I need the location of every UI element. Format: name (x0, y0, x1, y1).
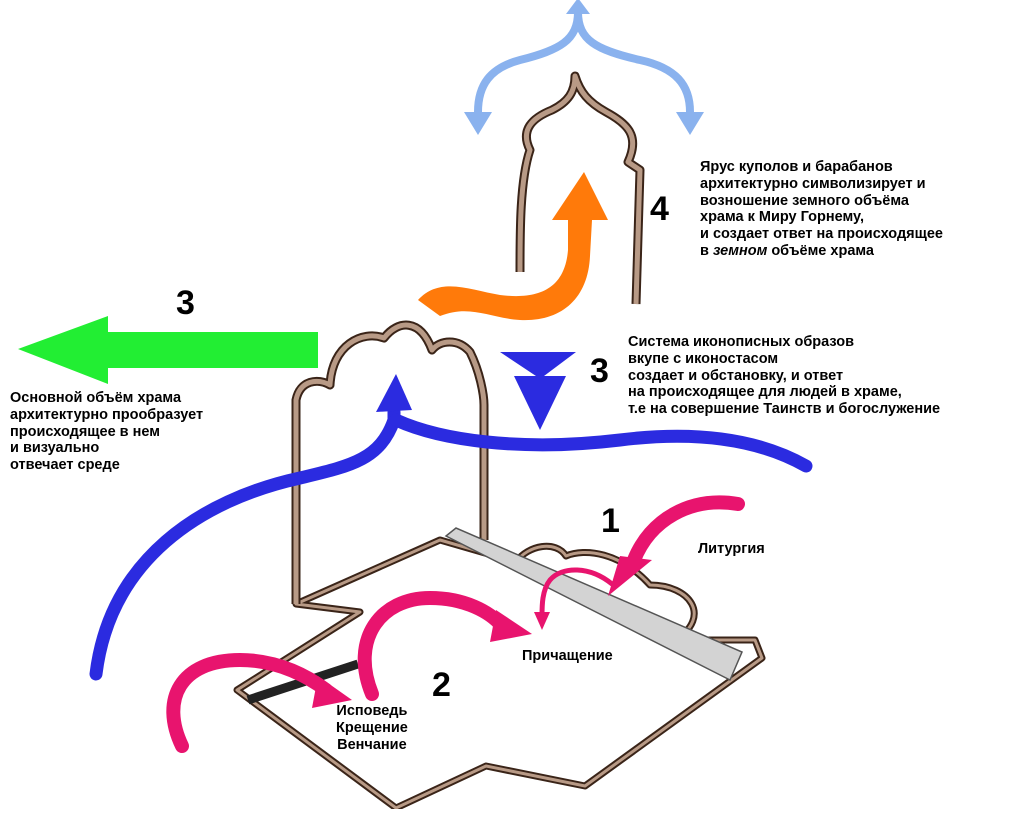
fork-arrowhead-top (566, 0, 590, 14)
label-number-1: 1 (601, 502, 620, 540)
dome-tier-line-2: архитектурно символизирует и (700, 175, 926, 192)
floor-plan-walls (233, 536, 766, 812)
main-volume-line-1: Основной объём храма (10, 390, 182, 406)
main-volume-description: Основной объём храма архитектурно прообр… (10, 390, 203, 474)
dome-tier-line-5: и создает ответ на происходящее (700, 226, 943, 243)
label-confession: Исповедь (336, 703, 408, 719)
iconography-description: Система иконописных образов вкупе с икон… (628, 334, 940, 418)
iconography-line-4: на происходящее для людей в храме, (628, 384, 902, 401)
pink-liturgy-arrow (627, 495, 745, 567)
dome-tier-line-6-suffix: объёме храма (767, 243, 874, 260)
drum-and-dome (515, 71, 645, 305)
label-number-2: 2 (432, 666, 451, 704)
outward-green-arrow (18, 316, 318, 384)
pink-left-arrow (166, 652, 333, 753)
iconography-line-1: Система иконописных образов (628, 334, 855, 350)
fork-arrowhead-left (464, 112, 492, 135)
label-liturgy: Литургия (698, 541, 765, 557)
rising-orange-arrow (418, 172, 608, 321)
label-baptism: Крещение (336, 719, 408, 736)
dome-tier-line-6-prefix: в (700, 243, 713, 260)
pink-left-arrowhead (312, 676, 352, 708)
label-number-3-blue: 3 (590, 352, 609, 390)
blue-downward-arrow (500, 352, 576, 430)
pink-small-arrowhead (534, 612, 550, 630)
main-volume-line-5: отвечает среде (10, 457, 120, 474)
label-number-4: 4 (650, 190, 669, 228)
iconography-line-5: т.е на совершение Таинств и богослужение (628, 401, 941, 418)
dome-tier-line-6: в земном объёме храма (700, 243, 943, 260)
pink-small-arrow (539, 567, 615, 619)
fork-arrowhead-right (676, 112, 704, 135)
upward-fork-arrow (474, 8, 694, 116)
dome-tier-line-6-italic: земном (712, 243, 768, 260)
iconography-line-3: создает и обстановку, и ответ (628, 367, 844, 384)
dome-tier-line-4: храма к Миру Горнему, (700, 209, 865, 226)
blue-rising-arrow-body (89, 405, 401, 681)
blue-environment-arrow (389, 413, 813, 473)
dome-tier-line-3: возношение земного объёма (700, 192, 909, 209)
label-number-3-green: 3 (176, 284, 195, 322)
dome-tier-description: Ярус куполов и барабанов архитектурно си… (700, 159, 943, 260)
pink-middle-arrowhead (490, 610, 532, 642)
main-volume-line-2: архитектурно прообразует (10, 406, 204, 423)
label-communion: Причащение (522, 648, 613, 664)
iconostasis-panel (444, 527, 743, 682)
dome-tier-line-1: Ярус куполов и барабанов (700, 159, 893, 175)
iconography-line-2: вкупе с иконостасом (628, 350, 779, 367)
pink-middle-arrow (357, 590, 509, 701)
main-volume-line-3: происходящее в нем (10, 423, 160, 440)
blue-rising-arrowhead (376, 374, 412, 412)
pink-liturgy-arrowhead (608, 556, 652, 596)
label-sacraments: Исповедь Крещение Венчание (336, 703, 408, 753)
label-wedding: Венчание (337, 736, 407, 753)
main-volume-walls (291, 320, 489, 604)
main-volume-line-4: и визуально (10, 440, 100, 457)
